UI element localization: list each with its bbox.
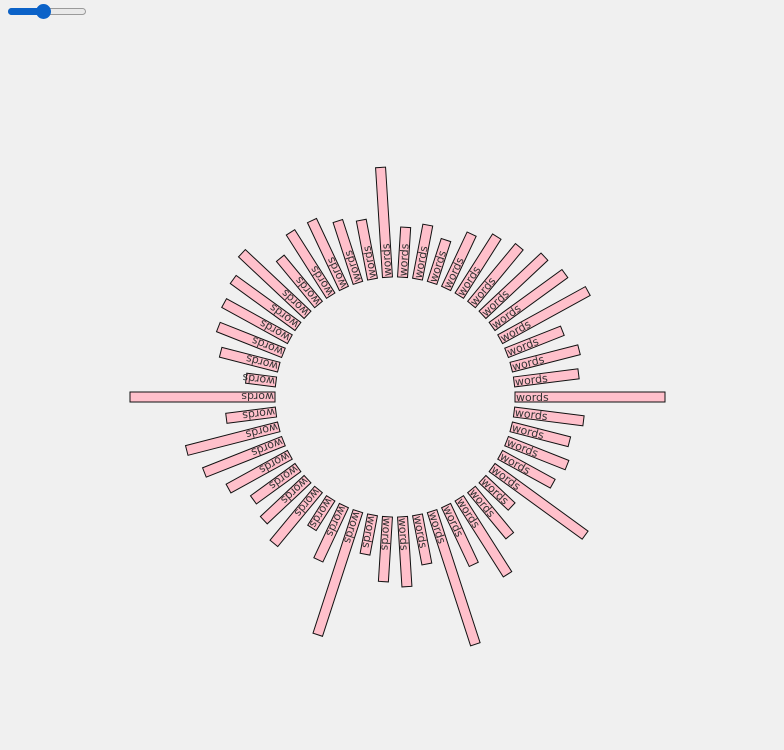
- radial-bar-24: words: [225, 405, 278, 424]
- bar: [215, 321, 286, 359]
- bar: [411, 513, 433, 566]
- bar: [440, 231, 477, 292]
- bar-label: words: [411, 515, 430, 550]
- bar: [478, 252, 549, 320]
- bar: [285, 228, 336, 300]
- bar: [411, 223, 434, 281]
- bar: [426, 237, 452, 286]
- radial-bar-0: words: [514, 391, 666, 404]
- bar-label: words: [514, 372, 548, 389]
- radial-bar-49: words: [512, 368, 580, 389]
- bar: [454, 233, 502, 300]
- radial-bar-11: words: [411, 513, 433, 566]
- bar: [514, 391, 666, 403]
- bar: [237, 248, 312, 320]
- slider-fill: [8, 8, 44, 15]
- bar: [377, 515, 393, 583]
- bar: [466, 485, 515, 540]
- radial-bar-37: words: [375, 166, 394, 279]
- range-slider[interactable]: [8, 4, 86, 20]
- bar: [313, 502, 350, 563]
- bar: [307, 494, 336, 532]
- bar: [249, 462, 302, 505]
- bar-label: words: [514, 406, 548, 423]
- radial-bar-25: words: [129, 390, 276, 403]
- bar: [488, 462, 589, 540]
- radial-bar-36: words: [355, 218, 379, 281]
- bar: [221, 297, 293, 345]
- bar-label: words: [397, 243, 412, 277]
- bar-label: words: [412, 245, 431, 280]
- bar: [375, 166, 393, 279]
- radial-bar-38: words: [397, 226, 412, 279]
- bar-label: words: [360, 244, 379, 279]
- radial-bar-26: words: [241, 371, 278, 388]
- bar: [225, 449, 293, 494]
- bar: [359, 513, 379, 556]
- radial-bar-13: words: [377, 515, 393, 583]
- bar: [397, 226, 412, 279]
- bar: [497, 449, 556, 489]
- bar: [509, 421, 572, 448]
- bar-label: words: [396, 517, 411, 551]
- slider-thumb[interactable]: [36, 4, 52, 19]
- bar-label: words: [379, 243, 394, 277]
- bar-label: words: [378, 517, 393, 551]
- bar-label: words: [516, 391, 549, 404]
- bar-label: words: [241, 405, 275, 422]
- bar: [440, 502, 479, 568]
- bar: [218, 346, 281, 373]
- radial-bar-12: words: [396, 515, 413, 588]
- bar-label: words: [241, 371, 275, 388]
- bar: [184, 421, 281, 456]
- bar: [454, 494, 513, 578]
- bar: [355, 218, 379, 281]
- bar: [229, 274, 302, 332]
- bar: [426, 508, 481, 647]
- bar: [201, 435, 286, 478]
- bar: [269, 485, 324, 548]
- bar: [259, 474, 312, 525]
- bar: [504, 325, 565, 359]
- bar: [129, 391, 276, 403]
- bar: [478, 474, 516, 511]
- bar: [488, 268, 569, 332]
- bar: [275, 254, 324, 309]
- bar-label: words: [359, 515, 378, 550]
- bar: [332, 218, 364, 286]
- bar: [509, 344, 581, 373]
- bar: [497, 285, 591, 345]
- bar: [312, 508, 364, 637]
- bar: [466, 242, 524, 309]
- bar: [504, 435, 570, 471]
- radial-bar-1: words: [512, 406, 585, 427]
- bar: [225, 406, 278, 424]
- radial-bar-14: words: [359, 513, 379, 556]
- bar: [512, 368, 580, 388]
- bar: [397, 515, 413, 588]
- radial-bar-39: words: [411, 223, 434, 281]
- bar: [244, 372, 278, 388]
- bar: [306, 217, 350, 292]
- bar-label: words: [241, 390, 274, 403]
- bar: [512, 406, 585, 427]
